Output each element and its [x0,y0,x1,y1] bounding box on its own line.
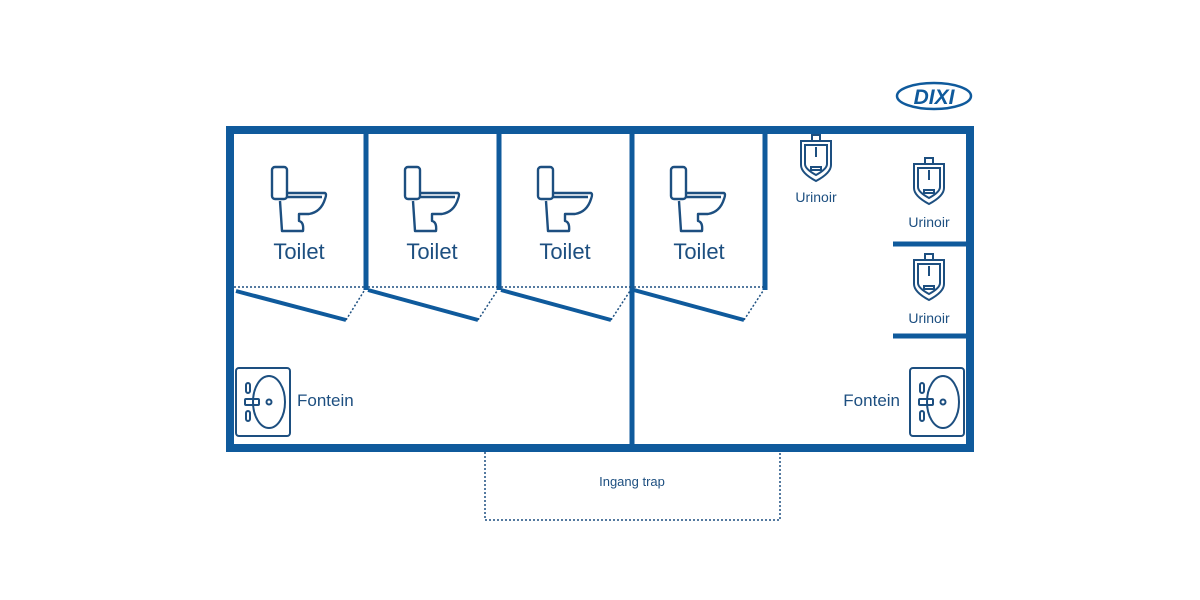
walls [226,126,974,452]
urinal-1: Urinoir [795,134,837,205]
stall-doors [234,286,765,322]
sink-label: Fontein [843,391,900,410]
outer-wall [226,126,974,452]
urinal-icon [913,253,945,301]
urinal-3: Urinoir [908,253,950,326]
urinal-icon [800,134,832,182]
sink-right: Fontein [843,367,965,437]
urinal-2: Urinoir [908,157,950,230]
toilet-icon [536,165,594,233]
svg-text:DIXI: DIXI [914,86,956,109]
toilet-stall-3: Toilet [536,165,594,264]
toilet-icon [669,165,727,233]
sink-icon [909,367,965,437]
toilet-stall-2: Toilet [403,165,461,264]
sink-icon [235,367,291,437]
toilet-icon [270,165,328,233]
toilet-label: Toilet [673,239,724,264]
toilet-icon [403,165,461,233]
urinal-label: Urinoir [795,189,837,205]
toilet-stall-1: Toilet [270,165,328,264]
toilet-stall-4: Toilet [669,165,727,264]
urinal-label: Urinoir [908,214,950,230]
sink-label: Fontein [297,391,354,410]
entrance-label: Ingang trap [599,474,665,489]
sink-left: Fontein [235,367,354,437]
toilet-label: Toilet [273,239,324,264]
toilet-label: Toilet [406,239,457,264]
dixi-logo: DIXI [895,81,973,111]
urinal-label: Urinoir [908,310,950,326]
entrance-stairs: Ingang trap [484,452,781,521]
toilet-label: Toilet [539,239,590,264]
urinal-icon [913,157,945,205]
